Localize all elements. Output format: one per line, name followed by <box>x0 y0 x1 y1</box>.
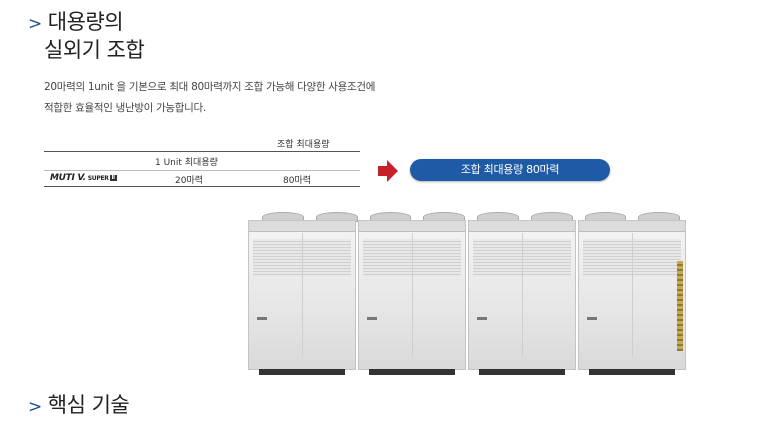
outdoor-unit-row <box>248 220 688 375</box>
description-line-1: 20마력의 1unit 을 기본으로 최대 80마력까지 조합 가능해 다양한 … <box>44 81 376 93</box>
table-divider-mid <box>44 170 360 171</box>
outdoor-unit-product-image <box>244 212 694 384</box>
table-cell-combo-capacity: 80마력 <box>283 176 312 186</box>
brand-sub: SUPER <box>87 175 109 182</box>
table-unit-header: 1 Unit 최대용량 <box>155 158 218 168</box>
table-divider-top <box>44 151 360 152</box>
heading-line-2: 실외기 조합 <box>44 38 145 62</box>
outdoor-unit <box>358 220 466 375</box>
heading-line-1: 대용량의 <box>47 10 124 34</box>
brand-main: MUTI V. <box>50 173 86 183</box>
section-heading-capacity: >대용량의 실외기 조합 <box>28 9 145 63</box>
outdoor-unit <box>248 220 356 375</box>
section-heading-core-tech: >핵심 기술 <box>28 392 130 420</box>
table-divider-bottom <box>44 186 360 187</box>
description: 20마력의 1unit 을 기본으로 최대 80마력까지 조합 가능해 다양한 … <box>44 77 375 119</box>
arrow-right-icon <box>378 160 398 182</box>
chevron-right-icon: > <box>28 14 42 34</box>
outdoor-unit <box>468 220 576 375</box>
outdoor-unit <box>578 220 686 375</box>
heading-core-tech-text: 핵심 기술 <box>47 393 130 417</box>
table-cell-unit-capacity: 20마력 <box>175 176 204 186</box>
brand-badge: II <box>109 175 117 181</box>
max-capacity-badge: 조합 최대용량 80마력 <box>410 159 610 181</box>
description-line-2: 적합한 효율적인 냉난방이 가능합니다. <box>44 102 206 114</box>
table-column-header: 조합 최대용량 <box>277 140 330 150</box>
chevron-right-icon: > <box>28 397 42 417</box>
